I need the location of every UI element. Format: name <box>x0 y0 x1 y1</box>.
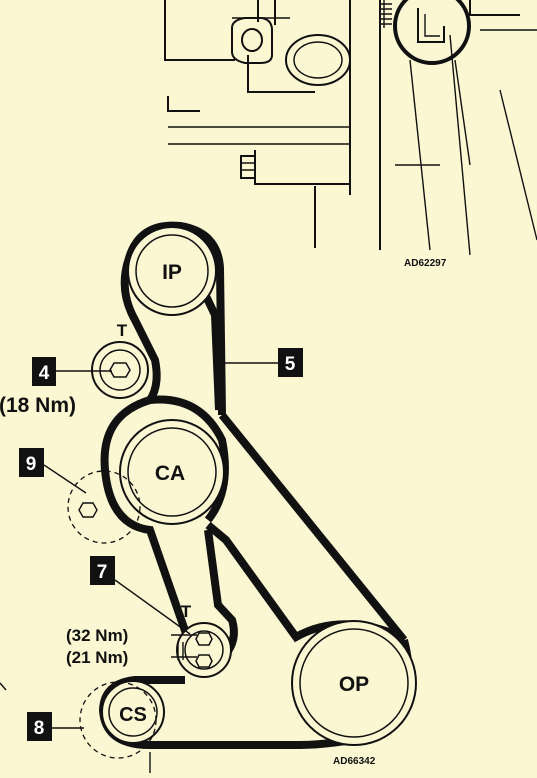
torque-lower-tensioner-b: (21 Nm) <box>66 648 128 667</box>
pulley-op-label: OP <box>339 673 369 696</box>
tensioner-bolt-hex-icon <box>109 362 131 378</box>
callout-7-number: 7 <box>97 562 108 583</box>
callout-7: 7 <box>90 556 191 635</box>
callout-4-number: 4 <box>39 363 50 384</box>
pulley-ip-label: IP <box>162 261 182 284</box>
pulley-ca-label: CA <box>155 462 185 485</box>
engine-detail-drawing <box>164 0 537 256</box>
callout-9-number: 9 <box>26 454 37 475</box>
component-9-outline <box>67 470 141 544</box>
torque-upper-tensioner: (18 Nm) <box>0 394 76 417</box>
tensioner-bolt-upper-hex-icon <box>195 632 213 646</box>
callout-8: 8 <box>27 712 84 741</box>
callout-8-number: 8 <box>34 718 45 739</box>
figure-id-bottom: AD66342 <box>333 756 376 767</box>
callout-5-number: 5 <box>285 354 296 375</box>
edge-fragment <box>0 682 7 691</box>
tensioner-lower: T <box>176 602 232 678</box>
pulley-op: OP <box>291 620 417 746</box>
tensioner-upper: T <box>91 321 149 399</box>
tensioner-lower-t-mark: T <box>181 602 192 621</box>
pulley-cs: CS <box>79 680 165 773</box>
pulley-ip: IP <box>127 226 217 316</box>
pulley-ca: CA <box>119 419 225 525</box>
callout-5: 5 <box>220 348 303 377</box>
component-9-hex-icon <box>78 502 98 518</box>
torque-lower-tensioner-a: (32 Nm) <box>66 626 128 645</box>
pulley-cs-label: CS <box>119 704 147 726</box>
figure-id-top: AD62297 <box>404 258 447 269</box>
tensioner-upper-t-mark: T <box>117 321 128 340</box>
callout-9: 9 <box>19 448 87 494</box>
tensioner-bolt-lower-hex-icon <box>195 654 213 668</box>
callout-4: 4 <box>32 357 112 386</box>
